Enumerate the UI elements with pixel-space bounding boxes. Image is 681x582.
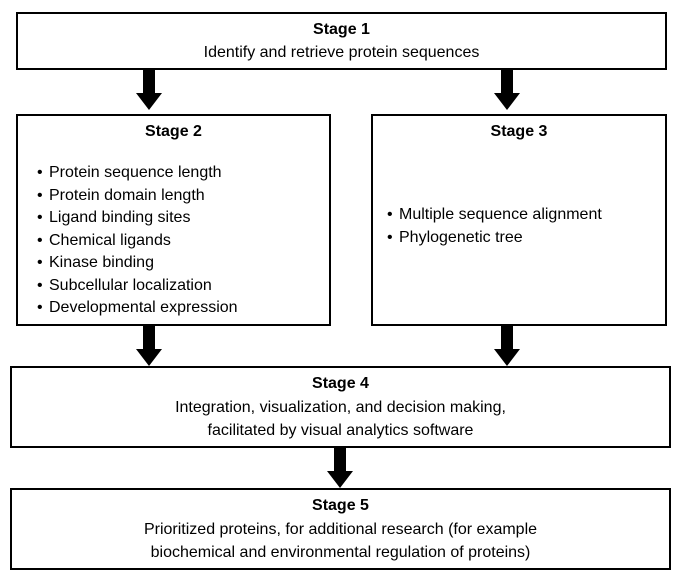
stage-3-title: Stage 3 <box>490 123 548 140</box>
stage-2-bullet: Developmental expression <box>37 297 238 320</box>
stage-3-box: Stage 3 Multiple sequence alignment Phyl… <box>371 114 667 326</box>
stage-3-bullet-list: Multiple sequence alignment Phylogenetic… <box>387 204 602 249</box>
stage-1-description: Identify and retrieve protein sequences <box>203 44 480 61</box>
stage-2-box: Stage 2 Protein sequence length Protein … <box>16 114 331 326</box>
stage-3-bullet: Phylogenetic tree <box>387 227 602 250</box>
stage-4-box: Stage 4 Integration, visualization, and … <box>10 366 671 448</box>
down-arrow-icon <box>494 70 520 110</box>
stage-2-bullet: Protein domain length <box>37 185 238 208</box>
stage-5-description-line: biochemical and environmental regulation… <box>150 544 531 561</box>
stage-4-description-line: facilitated by visual analytics software <box>207 422 474 439</box>
down-arrow-icon <box>327 448 353 488</box>
stage-5-title: Stage 5 <box>312 497 369 514</box>
stage-3-bullet: Multiple sequence alignment <box>387 204 602 227</box>
stage-2-bullet: Kinase binding <box>37 252 238 275</box>
stage-2-bullet: Subcellular localization <box>37 275 238 298</box>
stage-1-box: Stage 1 Identify and retrieve protein se… <box>16 12 667 70</box>
stage-5-description-line: Prioritized proteins, for additional res… <box>143 521 538 538</box>
stage-2-bullet-list: Protein sequence length Protein domain l… <box>37 162 238 320</box>
stage-1-title: Stage 1 <box>313 21 370 38</box>
down-arrow-icon <box>494 326 520 366</box>
down-arrow-icon <box>136 70 162 110</box>
stage-5-box: Stage 5 Prioritized proteins, for additi… <box>10 488 671 570</box>
down-arrow-icon <box>136 326 162 366</box>
stage-2-title: Stage 2 <box>145 123 202 140</box>
stage-2-bullet: Chemical ligands <box>37 230 238 253</box>
stage-4-title: Stage 4 <box>312 375 369 392</box>
stage-4-description-line: Integration, visualization, and decision… <box>175 399 506 416</box>
stage-2-bullet: Ligand binding sites <box>37 207 238 230</box>
stage-2-bullet: Protein sequence length <box>37 162 238 185</box>
